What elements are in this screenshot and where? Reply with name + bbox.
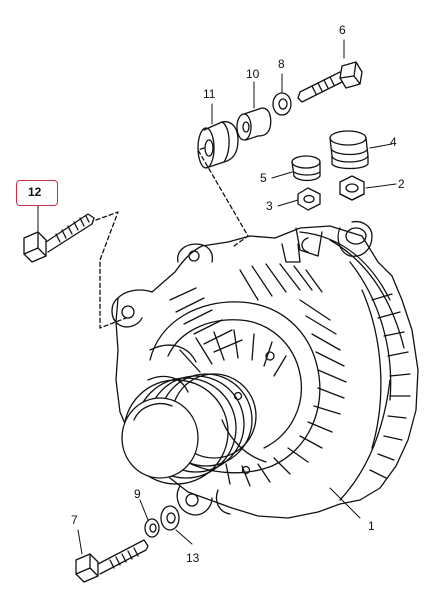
leader-dashed-12	[95, 211, 127, 329]
cap-4	[329, 130, 369, 170]
callout-3[interactable]: 3	[266, 199, 273, 213]
washer-13	[160, 505, 180, 531]
callout-8[interactable]: 8	[278, 57, 285, 71]
bolt-12	[23, 213, 95, 263]
callout-10[interactable]: 10	[246, 67, 260, 81]
collar-10	[236, 107, 272, 141]
pulley	[121, 373, 257, 485]
bushing-11	[197, 121, 239, 169]
callout-12-highlight	[16, 180, 58, 206]
washer-8	[272, 92, 292, 116]
cap-5	[291, 155, 321, 182]
alternator-assembly	[111, 220, 419, 519]
callout-4[interactable]: 4	[390, 135, 397, 149]
callout-9[interactable]: 9	[134, 487, 141, 501]
callout-5[interactable]: 5	[260, 171, 267, 185]
bolt-7	[75, 539, 149, 583]
callout-11[interactable]: 11	[203, 87, 216, 101]
callout-2[interactable]: 2	[398, 177, 405, 191]
leader-dashed-11	[197, 147, 249, 247]
bolt-6	[297, 61, 363, 103]
callout-13[interactable]: 13	[186, 551, 200, 565]
callout-12[interactable]: 12	[28, 185, 42, 199]
leader-lines	[37, 39, 397, 555]
callout-1[interactable]: 1	[368, 519, 375, 533]
callout-6[interactable]: 6	[339, 23, 346, 37]
callout-7[interactable]: 7	[71, 513, 78, 527]
nut-2	[339, 175, 365, 201]
washer-9	[144, 518, 160, 538]
nut-3	[297, 187, 321, 211]
